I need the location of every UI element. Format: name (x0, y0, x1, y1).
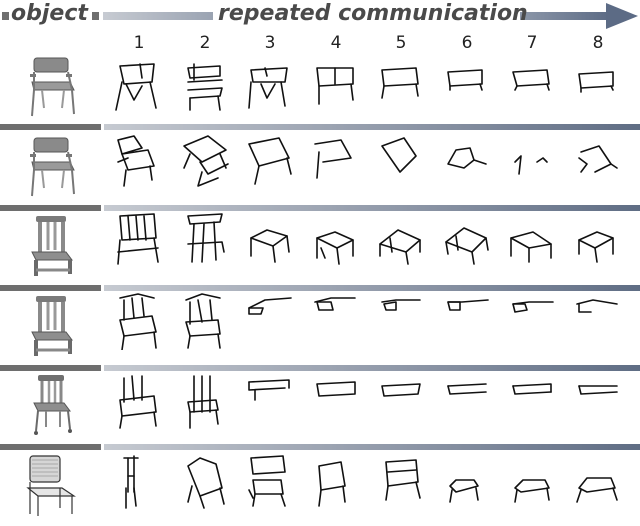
sketch-row1-round4 (316, 67, 354, 105)
sketch-row5-round8 (578, 385, 618, 395)
sketch-row6-round3 (248, 455, 286, 507)
sketch-row2-round8 (578, 145, 618, 173)
sketch-row2-round1 (117, 135, 155, 187)
sketch-row6-round7 (514, 479, 550, 503)
communication-arrow-icon (103, 3, 638, 29)
sketch-row4-round2 (185, 293, 221, 349)
sketch-row6-round6 (449, 479, 479, 503)
sketch-row1-round2 (187, 63, 223, 111)
sketch-row5-round3 (248, 379, 290, 401)
column-number-8: 8 (592, 33, 604, 53)
sketch-row4-round7 (512, 301, 554, 313)
sketch-row1-round3 (248, 67, 288, 109)
sketch-row1-round5 (381, 67, 419, 99)
sketch-row2-round7 (514, 155, 548, 175)
sketch-row6-round5 (385, 459, 421, 501)
column-number-5: 5 (395, 33, 407, 53)
sketch-row3-round7 (510, 231, 552, 263)
sketch-row3-round5 (379, 229, 421, 265)
sketch-row4-round1 (119, 293, 157, 350)
column-number-6: 6 (461, 33, 473, 53)
sketch-row6-round8 (576, 477, 618, 503)
wire-chair-icon (26, 455, 76, 516)
sketch-row3-round2 (187, 213, 225, 263)
wooden-chair-icon (31, 296, 73, 356)
row-separator (0, 365, 640, 371)
sketch-row6-round2 (187, 457, 225, 509)
sketch-row4-round5 (381, 299, 421, 311)
sketch-row2-round4 (314, 139, 352, 179)
sketch-row4-round6 (447, 299, 489, 311)
sketch-row4-round4 (314, 297, 356, 311)
sketch-row5-round1 (119, 375, 157, 429)
sketch-row5-round2 (187, 375, 219, 429)
row-separator (0, 205, 640, 211)
header-marker-left (2, 12, 9, 20)
header: object repeated communication (0, 0, 640, 32)
sketch-row5-round5 (381, 383, 421, 397)
sketch-row3-round3 (250, 229, 290, 263)
column-number-7: 7 (526, 33, 538, 53)
sketch-row2-round5 (381, 137, 417, 173)
row-separator (0, 285, 640, 291)
object-column-title: object (11, 1, 88, 26)
sketch-row2-round6 (447, 147, 487, 169)
sketch-row1-round6 (447, 69, 483, 91)
sketch-row3-round1 (117, 213, 159, 265)
sketch-row4-round3 (248, 297, 292, 315)
sketch-row2-round2 (183, 135, 229, 187)
armchair-icon (30, 57, 75, 117)
sketch-row3-round8 (578, 231, 614, 263)
row-separator (0, 124, 640, 130)
sketch-row5-round6 (447, 383, 487, 395)
sketch-row6-round1 (123, 455, 139, 509)
armchair-icon (30, 137, 75, 197)
wooden-chair-icon (31, 216, 73, 276)
spindle-chair-icon (33, 375, 72, 435)
sketch-row5-round7 (512, 383, 552, 395)
sketch-row1-round8 (578, 71, 614, 93)
sketch-row4-round8 (576, 299, 618, 313)
communication-title: repeated communication (218, 1, 528, 26)
header-marker-right (92, 12, 99, 20)
column-number-2: 2 (199, 33, 211, 53)
sketch-row2-round3 (248, 137, 292, 185)
sketch-row5-round4 (316, 381, 356, 397)
sketch-row1-round1 (115, 63, 157, 111)
sketch-row3-round4 (316, 231, 354, 265)
column-number-4: 4 (330, 33, 342, 53)
sketch-row3-round6 (445, 227, 489, 265)
row-separator (0, 444, 640, 450)
column-number-3: 3 (264, 33, 276, 53)
sketch-row6-round4 (318, 461, 346, 507)
sketch-row1-round7 (512, 69, 550, 91)
column-number-1: 1 (133, 33, 145, 53)
